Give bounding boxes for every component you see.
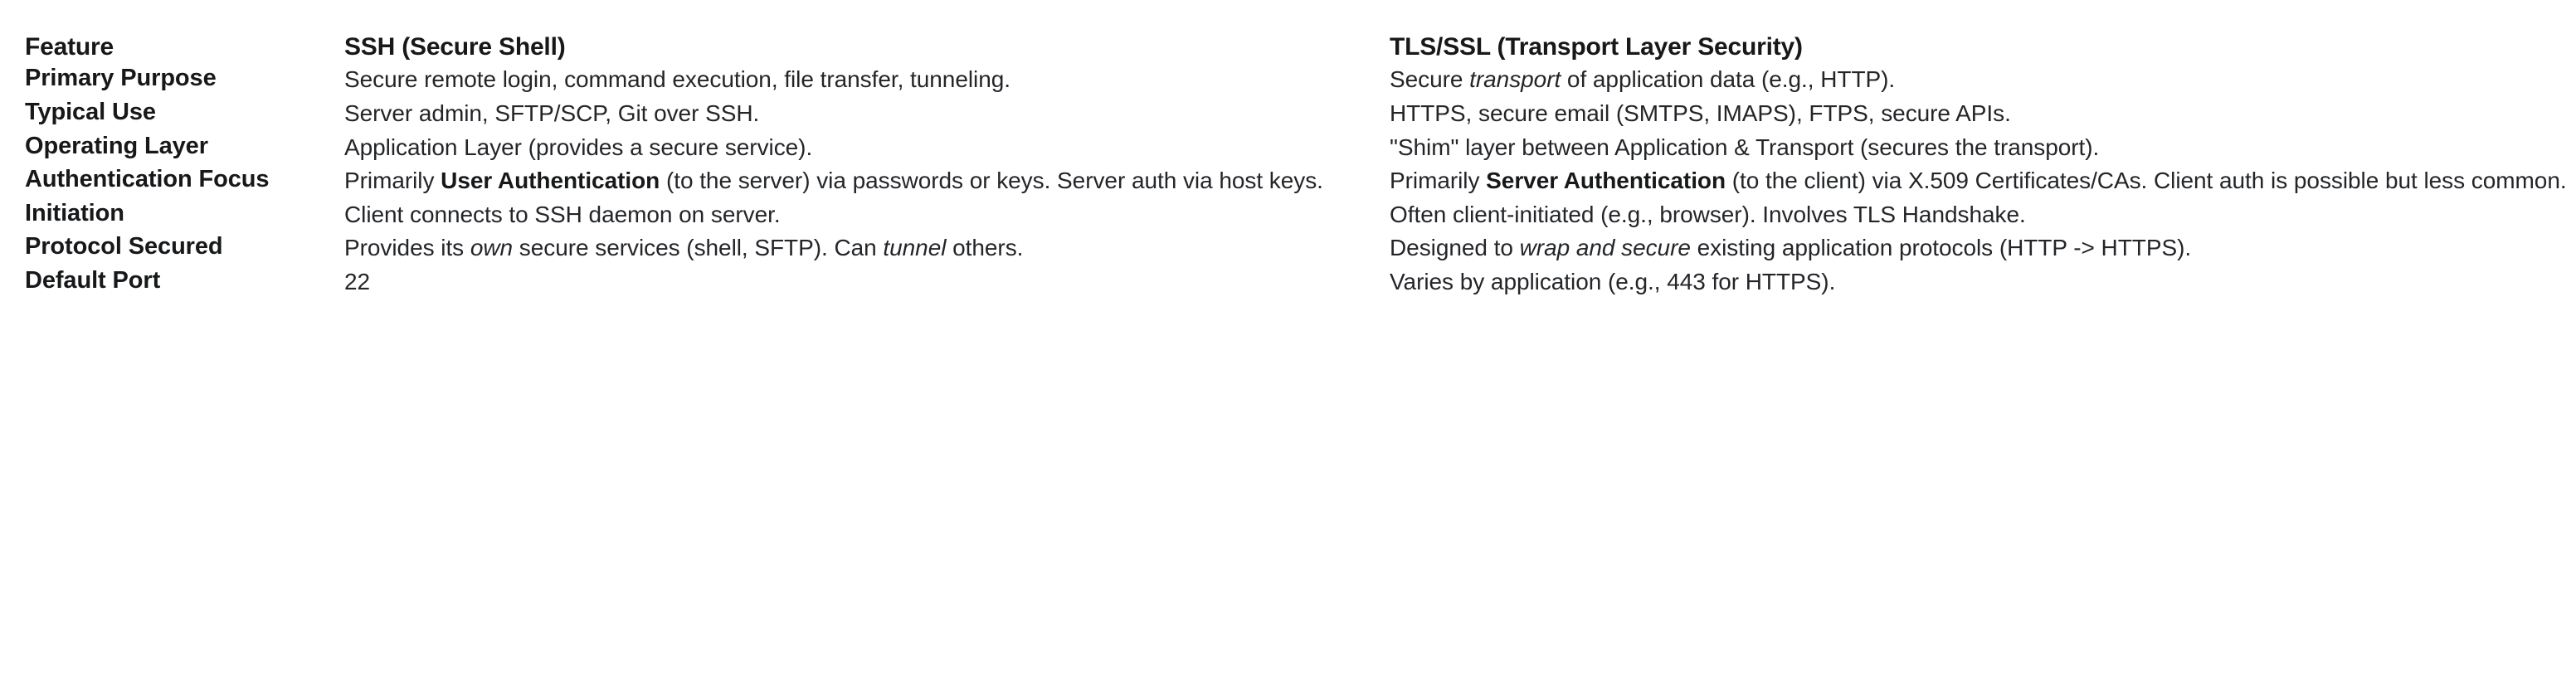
row-ssh-cell: 22: [344, 265, 1390, 299]
row-tls-text: Primarily Server Authentication (to the …: [1390, 168, 2567, 194]
column-header-tls: TLS/SSL (Transport Layer Security): [1390, 0, 2576, 63]
table-body: Primary Purpose Secure remote login, comm…: [0, 63, 2576, 299]
table-row: Protocol Secured Provides its own secure …: [0, 231, 2576, 265]
row-feature-label: Protocol Secured: [25, 233, 223, 260]
row-ssh-text: Client connects to SSH daemon on server.: [344, 201, 781, 227]
table-header-row: Feature SSH (Secure Shell) TLS/SSL (Tran…: [0, 0, 2576, 63]
ssh-vs-tls-comparison-table: Feature SSH (Secure Shell) TLS/SSL (Tran…: [0, 0, 2576, 299]
column-header-tls-label: TLS/SSL (Transport Layer Security): [1390, 33, 1803, 61]
table-row: Primary Purpose Secure remote login, comm…: [0, 63, 2576, 97]
row-tls-text: Designed to wrap and secure existing app…: [1390, 235, 2192, 261]
table-row: Initiation Client connects to SSH daemon …: [0, 198, 2576, 232]
row-ssh-text: Server admin, SFTP/SCP, Git over SSH.: [344, 100, 760, 126]
row-feature-cell: Typical Use: [0, 97, 344, 131]
row-ssh-cell: Primarily User Authentication (to the se…: [344, 164, 1390, 198]
row-feature-cell: Primary Purpose: [0, 63, 344, 97]
column-header-feature: Feature: [0, 0, 344, 63]
table-header: Feature SSH (Secure Shell) TLS/SSL (Tran…: [0, 0, 2576, 63]
table-row: Operating Layer Application Layer (provid…: [0, 131, 2576, 165]
row-tls-text: Often client-initiated (e.g., browser). …: [1390, 201, 2026, 227]
row-ssh-cell: Secure remote login, command execution, …: [344, 63, 1390, 97]
row-feature-label: Authentication Focus: [25, 166, 270, 193]
row-feature-cell: Operating Layer: [0, 131, 344, 165]
row-ssh-text: Application Layer (provides a secure ser…: [344, 134, 813, 160]
row-ssh-text: Provides its own secure services (shell,…: [344, 235, 1024, 261]
row-ssh-cell: Application Layer (provides a secure ser…: [344, 131, 1390, 165]
row-ssh-cell: Client connects to SSH daemon on server.: [344, 198, 1390, 232]
column-header-feature-label: Feature: [25, 33, 114, 61]
row-tls-cell: Often client-initiated (e.g., browser). …: [1390, 198, 2576, 232]
row-feature-cell: Authentication Focus: [0, 164, 344, 198]
row-tls-cell: Secure transport of application data (e.…: [1390, 63, 2576, 97]
column-header-ssh: SSH (Secure Shell): [344, 0, 1390, 63]
row-ssh-cell: Server admin, SFTP/SCP, Git over SSH.: [344, 97, 1390, 131]
table-row: Typical Use Server admin, SFTP/SCP, Git o…: [0, 97, 2576, 131]
row-tls-text: "Shim" layer between Application & Trans…: [1390, 134, 2100, 160]
row-tls-cell: "Shim" layer between Application & Trans…: [1390, 131, 2576, 165]
row-feature-label: Typical Use: [25, 98, 156, 125]
row-ssh-cell: Provides its own secure services (shell,…: [344, 231, 1390, 265]
column-header-ssh-label: SSH (Secure Shell): [344, 33, 566, 61]
row-tls-cell: HTTPS, secure email (SMTPS, IMAPS), FTPS…: [1390, 97, 2576, 131]
row-ssh-text: Primarily User Authentication (to the se…: [344, 168, 1323, 194]
row-ssh-text: Secure remote login, command execution, …: [344, 66, 1010, 93]
row-feature-cell: Default Port: [0, 265, 344, 299]
row-tls-cell: Primarily Server Authentication (to the …: [1390, 164, 2576, 198]
row-feature-label: Primary Purpose: [25, 65, 217, 92]
row-feature-cell: Initiation: [0, 198, 344, 232]
row-tls-text: HTTPS, secure email (SMTPS, IMAPS), FTPS…: [1390, 100, 2011, 126]
row-tls-text: Secure transport of application data (e.…: [1390, 66, 1896, 93]
row-feature-label: Default Port: [25, 266, 161, 294]
row-tls-cell: Varies by application (e.g., 443 for HTT…: [1390, 265, 2576, 299]
table-row: Default Port 22 Varies by application (e.g…: [0, 265, 2576, 299]
row-feature-cell: Protocol Secured: [0, 231, 344, 265]
row-feature-label: Initiation: [25, 199, 124, 226]
row-feature-label: Operating Layer: [25, 132, 208, 159]
row-ssh-text: 22: [344, 268, 371, 294]
table-row: Authentication Focus Primarily User Authe…: [0, 164, 2576, 198]
row-tls-cell: Designed to wrap and secure existing app…: [1390, 231, 2576, 265]
row-tls-text: Varies by application (e.g., 443 for HTT…: [1390, 268, 1836, 294]
